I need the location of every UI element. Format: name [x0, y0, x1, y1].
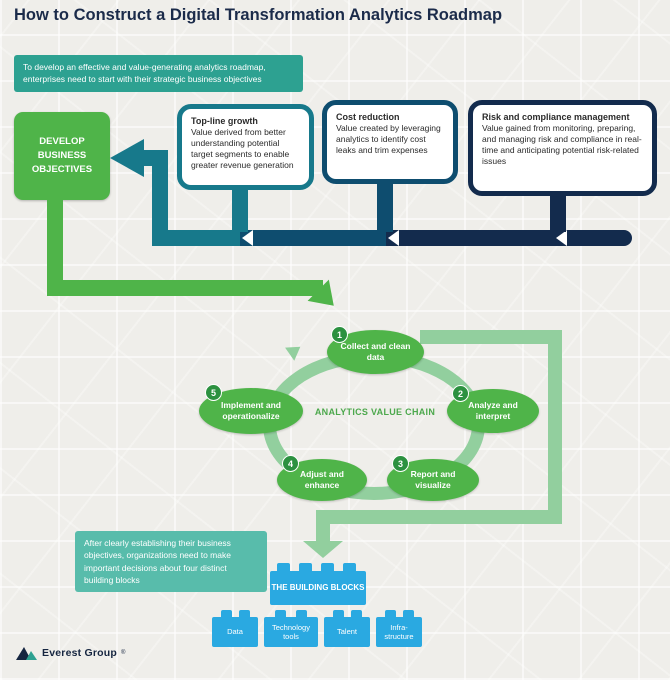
- intro-callout: To develop an effective and value-genera…: [14, 55, 303, 92]
- brick-stud: [277, 563, 290, 571]
- step-badge-5: 5: [205, 384, 222, 401]
- down-arrow-icon: [303, 541, 343, 558]
- lightgreen-connector-right: [548, 330, 562, 524]
- block-brick-technology-tools: Technology tools: [264, 617, 318, 647]
- objective-body: Value gained from monitoring, preparing,…: [482, 123, 642, 167]
- brick-stud: [343, 563, 356, 571]
- lightgreen-connector-stub: [316, 510, 330, 542]
- objective-stem-3: [550, 192, 566, 232]
- lightgreen-connector-bottom: [316, 510, 562, 524]
- block-brick-data: Data: [212, 617, 258, 647]
- block-brick-infrastructure: Infra-structure: [376, 617, 422, 647]
- connector-band-segment-1: [152, 230, 240, 246]
- brick-stud: [221, 610, 232, 617]
- step-badge-2: 2: [452, 385, 469, 402]
- page-title: How to Construct a Digital Transformatio…: [14, 6, 503, 24]
- building-blocks-title-brick: THE BUILDING BLOCKS: [270, 571, 366, 605]
- step-badge-3: 3: [392, 455, 409, 472]
- brick-stud: [299, 563, 312, 571]
- objective-stem-1: [232, 186, 248, 232]
- green-connector-vertical: [47, 198, 63, 296]
- block-brick-talent: Talent: [324, 617, 370, 647]
- value-chain-center-label: ANALYTICS VALUE CHAIN: [314, 407, 436, 417]
- brick-stud: [333, 610, 344, 617]
- brand-logo: Everest Group ®: [16, 646, 125, 660]
- connector-band-segment-3: [386, 230, 632, 246]
- building-callout: After clearly establishing their busines…: [75, 531, 267, 593]
- objective-body: Value created by leveraging analytics to…: [336, 123, 441, 156]
- connector-band-segment-2: [240, 230, 386, 246]
- brick-stud: [239, 610, 250, 617]
- chevron-left-icon: [556, 230, 567, 246]
- brick-stud: [403, 610, 414, 617]
- mountain-icon: [16, 647, 37, 660]
- step-badge-4: 4: [282, 455, 299, 472]
- objective-box-cost-reduction: Cost reduction Value created by leveragi…: [322, 100, 458, 184]
- registered-mark: ®: [120, 650, 126, 656]
- green-connector-horizontal: [47, 280, 323, 296]
- brick-stud: [275, 610, 286, 617]
- develop-business-objectives-box: DEVELOP BUSINESS OBJECTIVES: [14, 112, 110, 200]
- objective-title: Cost reduction: [336, 112, 400, 122]
- objective-box-topline-growth: Top-line growth Value derived from bette…: [177, 104, 314, 190]
- chevron-left-icon: [242, 230, 253, 246]
- objective-title: Top-line growth: [191, 116, 258, 126]
- brick-stud: [296, 610, 307, 617]
- brick-stud: [321, 563, 334, 571]
- lightgreen-connector-top: [420, 330, 562, 344]
- brand-name: Everest Group: [42, 647, 117, 659]
- objective-stem-2: [377, 180, 393, 232]
- chevron-left-icon: [388, 230, 399, 246]
- objective-title: Risk and compliance management: [482, 112, 630, 122]
- brick-stud: [385, 610, 396, 617]
- connector-riser: [152, 150, 168, 246]
- objective-box-risk-compliance: Risk and compliance management Value gai…: [468, 100, 657, 196]
- ring-arrow-icon: [285, 340, 305, 361]
- brick-stud: [351, 610, 362, 617]
- left-arrow-icon: [110, 139, 144, 177]
- step-badge-1: 1: [331, 326, 348, 343]
- objective-body: Value derived from better understanding …: [191, 127, 294, 171]
